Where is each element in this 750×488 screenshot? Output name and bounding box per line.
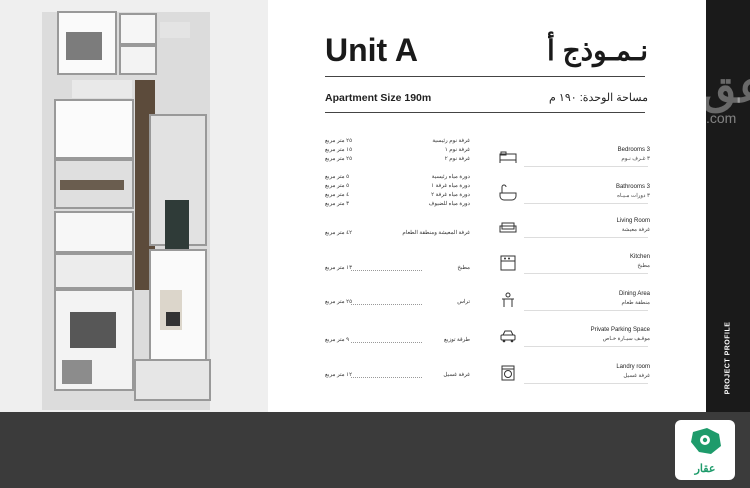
- stove-icon: [500, 255, 516, 271]
- laundry-icon: [501, 365, 515, 381]
- sofa-icon: [499, 222, 517, 233]
- watermark: عق: [702, 63, 750, 112]
- apartment-size-en: Apartment Size 190m: [325, 92, 432, 104]
- aqar-label: عقار: [694, 463, 716, 475]
- watermark-domain: .com: [706, 110, 737, 126]
- project-profile-label: PROJECT PROFILE: [724, 321, 732, 395]
- side-bar: [706, 0, 750, 412]
- bed-icon: [499, 151, 517, 163]
- aqar-logo-button[interactable]: عقار: [675, 420, 735, 480]
- bathtub-icon: [499, 184, 517, 201]
- divider: [325, 76, 645, 77]
- apartment-size-ar: مساحة الوحدة: ١٩٠ م: [549, 92, 648, 104]
- unit-title-en: Unit A: [325, 32, 419, 68]
- floor-plan-image: [0, 0, 268, 412]
- unit-title-ar: نـمـوذج أ: [547, 35, 648, 66]
- brochure-page: Unit A نـمـوذج أ Apartment Size 190m مسا…: [0, 0, 750, 412]
- dining-icon: [502, 292, 514, 307]
- saudi-map-pin-icon: [691, 428, 721, 454]
- parking-icon: [500, 330, 516, 343]
- divider: [325, 112, 645, 113]
